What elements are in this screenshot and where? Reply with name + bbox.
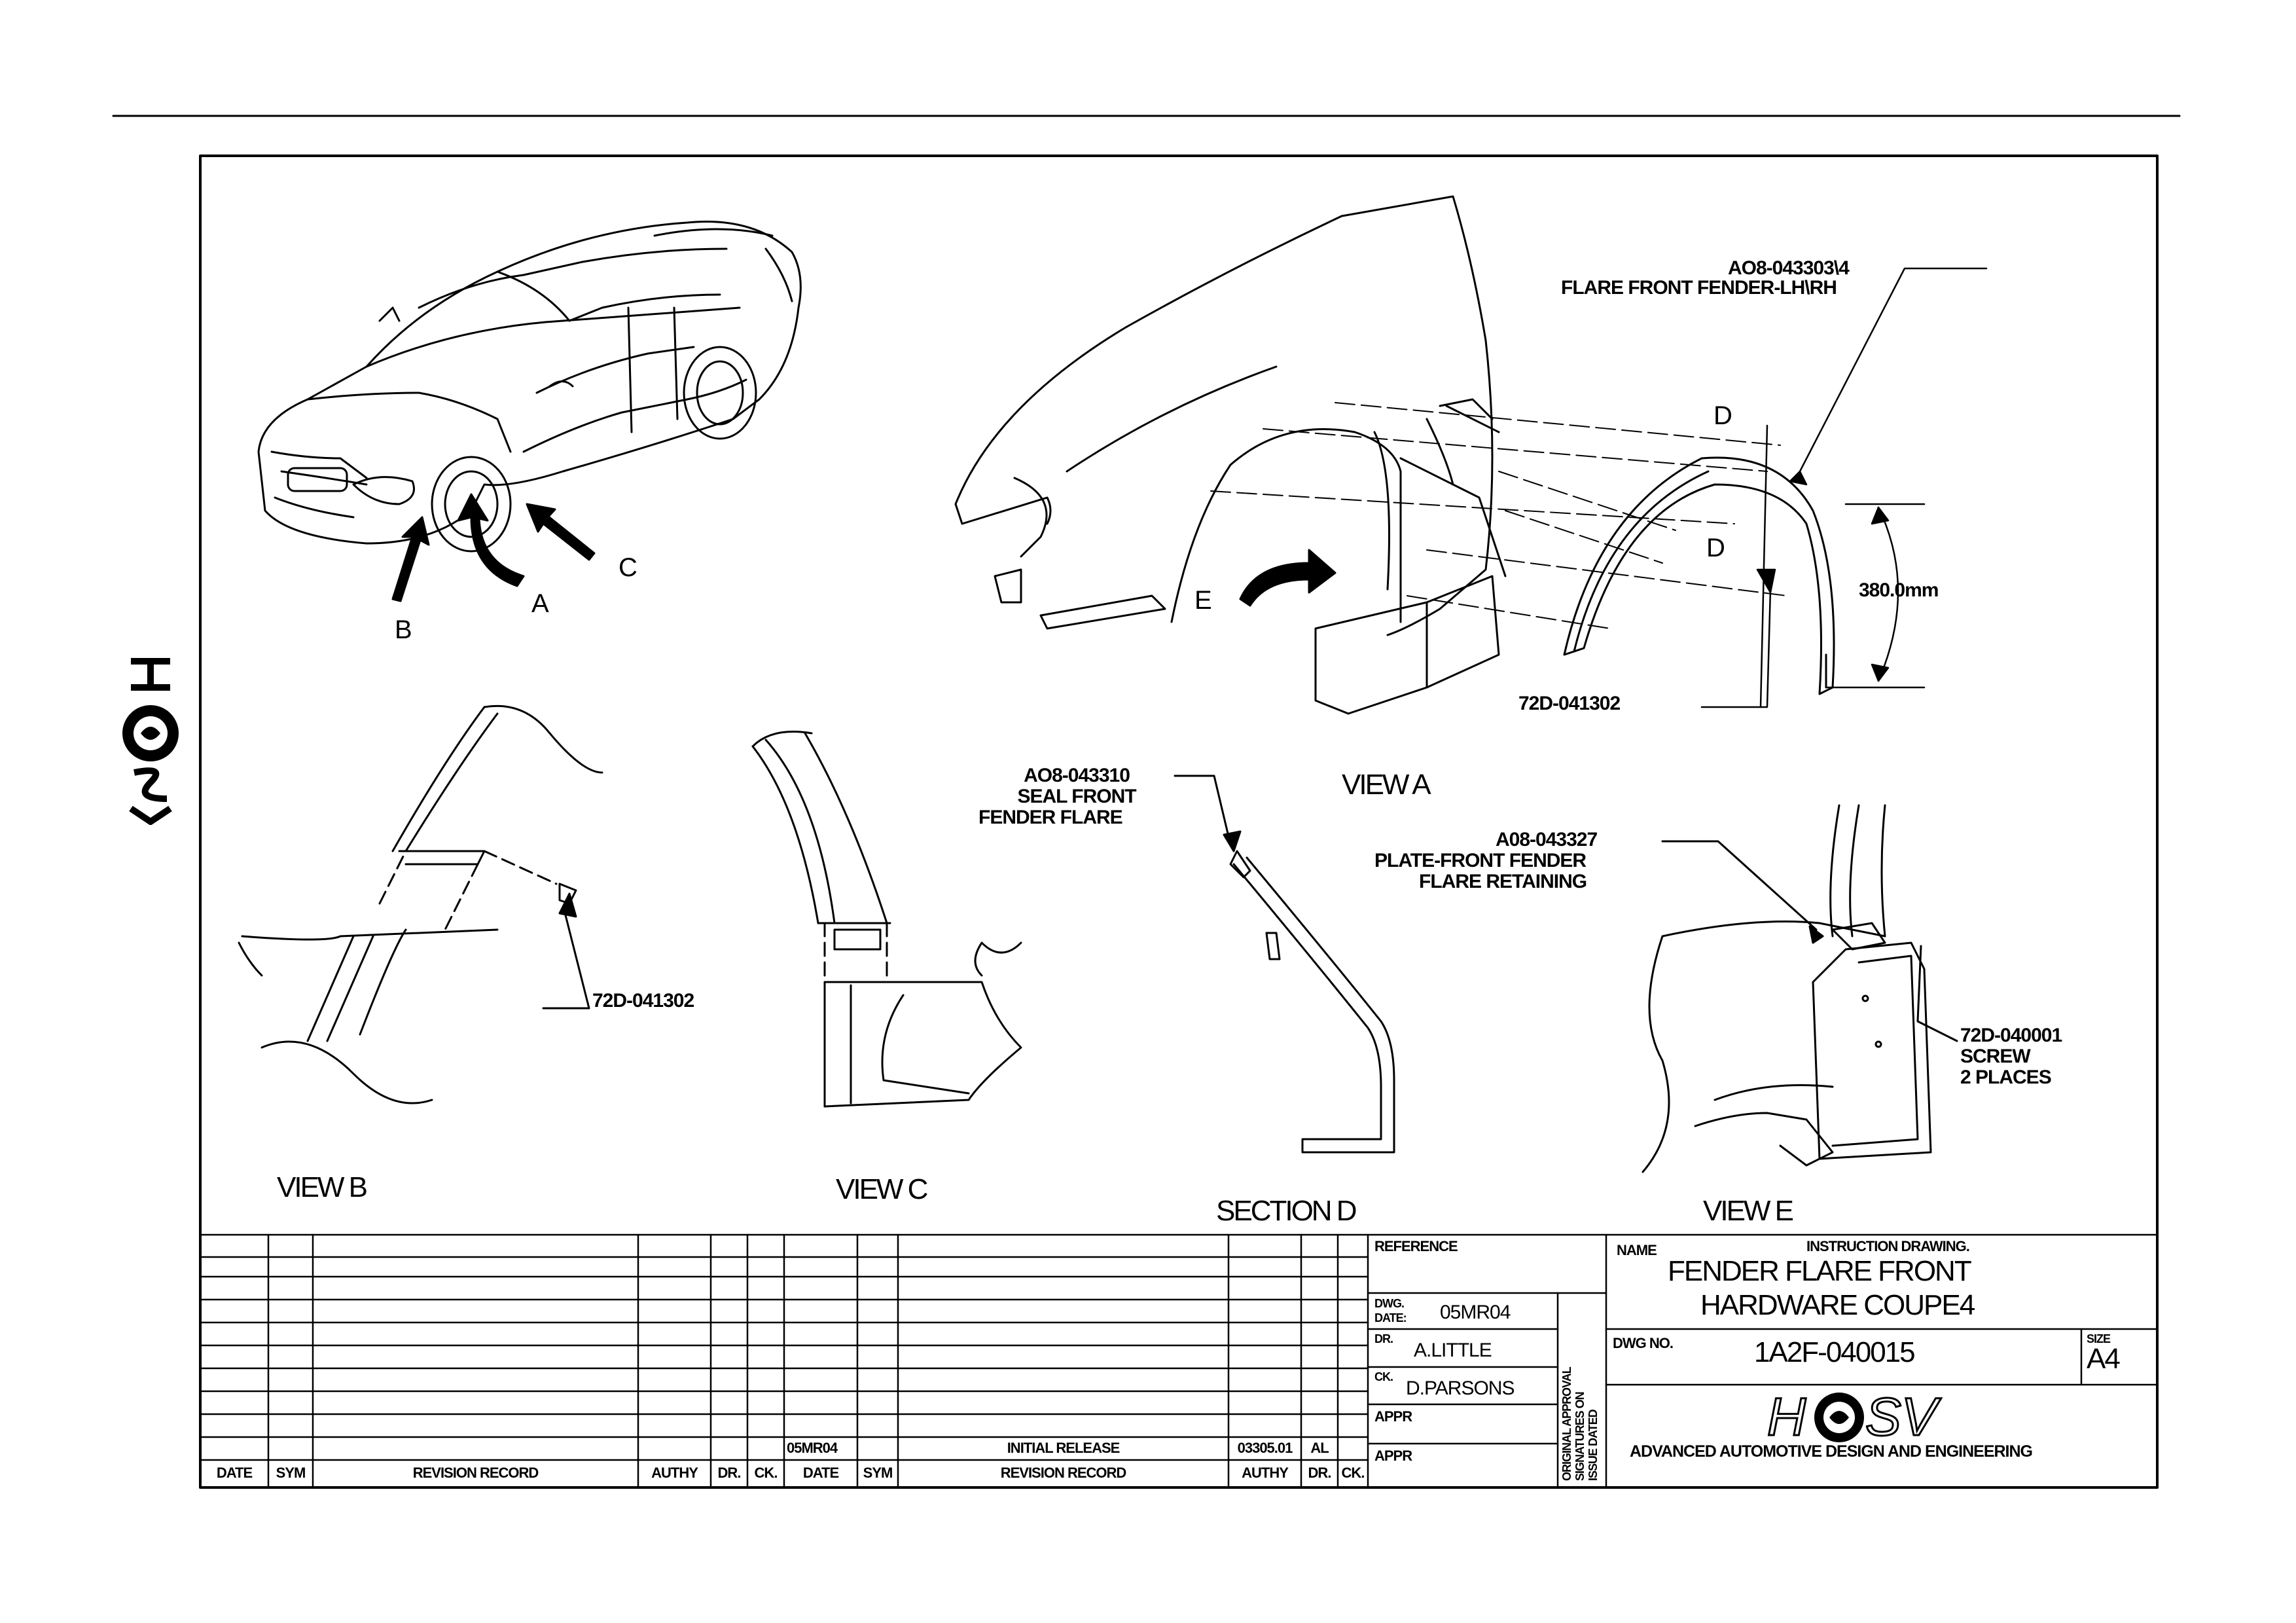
logo-letters-sv: SV xyxy=(1864,1387,1937,1448)
screw-part-number: 72D-040001 xyxy=(1960,1025,2062,1046)
hsv-letter-v-icon xyxy=(129,805,172,826)
header-dr-left: DR. xyxy=(717,1465,742,1481)
arrow-b-label: B xyxy=(395,615,412,644)
title-block-grid xyxy=(199,1233,2159,1489)
instruction-label: INSTRUCTION DRAWING. xyxy=(1806,1238,1970,1254)
dwg-date-label-line-1: DWG. xyxy=(1374,1297,1405,1310)
header-sym-left: SYM xyxy=(276,1465,306,1481)
screw-description: SCREW xyxy=(1960,1046,2031,1067)
view-a-fender xyxy=(954,195,1507,715)
screw-quantity: 2 PLACES xyxy=(1960,1067,2052,1088)
side-logo xyxy=(121,642,180,826)
arrow-e-label: E xyxy=(1194,586,1212,615)
reference-label: REFERENCE xyxy=(1374,1238,1458,1254)
revision-record: INITIAL RELEASE xyxy=(1007,1440,1121,1456)
view-c-detail xyxy=(751,731,1022,1108)
header-authy-right: AUTHY xyxy=(1242,1465,1289,1481)
view-b-screw-part-number: 72D-041302 xyxy=(592,990,694,1012)
dimension-label: 380.0mm xyxy=(1859,579,1939,601)
view-arrows xyxy=(391,493,596,602)
arrow-a-label: A xyxy=(531,589,549,618)
approval-note-line-3: ISSUE DATED xyxy=(1586,1410,1600,1481)
arrow-b xyxy=(391,516,430,602)
arrow-c xyxy=(526,503,596,561)
header-authy-left: AUTHY xyxy=(651,1465,698,1481)
approved-label-1: APPR xyxy=(1374,1408,1412,1425)
header-dr-right: DR. xyxy=(1308,1465,1332,1481)
approval-note-line-1: ORIGINAL APPROVAL xyxy=(1560,1367,1573,1481)
plate-description-line-2: FLARE RETAINING xyxy=(1419,871,1587,892)
approved-label-2: APPR xyxy=(1374,1448,1412,1464)
arrow-a xyxy=(457,493,525,587)
plate-description-line-1: PLATE-FRONT FENDER xyxy=(1374,850,1587,871)
header-date-left: DATE xyxy=(216,1465,253,1481)
view-e-title: VIEW E xyxy=(1703,1195,1794,1227)
header-revision-record-left: REVISION RECORD xyxy=(412,1465,539,1481)
view-a-flare xyxy=(1563,456,1835,695)
approval-note: ORIGINAL APPROVAL SIGNATURES ON ISSUE DA… xyxy=(1560,1294,1605,1481)
checked-by-label: CK. xyxy=(1374,1370,1393,1383)
view-a-screw-part-number: 72D-041302 xyxy=(1518,693,1621,714)
size-label: SIZE xyxy=(2087,1332,2111,1345)
drawing-border xyxy=(199,155,2159,1489)
seal-part-number: AO8-043310 xyxy=(1024,765,1130,786)
view-b-title: VIEW B xyxy=(277,1171,368,1203)
header-ck-left: CK. xyxy=(754,1465,778,1481)
seal-description-line-1: SEAL FRONT xyxy=(1017,786,1136,807)
hsv-letter-h-icon xyxy=(131,658,170,691)
arrow-e xyxy=(1239,549,1336,607)
view-b-detail xyxy=(238,704,603,1104)
hsv-letter-s-icon xyxy=(134,767,168,802)
header-revision-record-right: REVISION RECORD xyxy=(1000,1465,1127,1481)
header-ck-right: CK. xyxy=(1341,1465,1365,1481)
approval-note-line-2: SIGNATURES ON xyxy=(1573,1392,1587,1481)
drawing-title-line-1: FENDER FLARE FRONT xyxy=(1668,1255,1972,1287)
view-a-title: VIEW A xyxy=(1342,769,1431,801)
company-name: ADVANCED AUTOMOTIVE DESIGN AND ENGINEERI… xyxy=(1630,1442,2033,1461)
view-c-title: VIEW C xyxy=(836,1173,928,1205)
section-d-title: SECTION D xyxy=(1216,1195,1357,1227)
dwg-date-label-line-2: DATE: xyxy=(1374,1311,1407,1324)
section-d-detail xyxy=(1174,775,1395,1154)
section-marker-top: D xyxy=(1713,401,1732,430)
dwg-no-label: DWG NO. xyxy=(1613,1335,1674,1351)
drawn-by-name: A.LITTLE xyxy=(1414,1340,1492,1361)
revision-date: 05MR04 xyxy=(787,1440,838,1456)
plate-part-number: A08-043327 xyxy=(1496,829,1598,850)
logo-letter-h: H xyxy=(1766,1387,1806,1448)
company-logo: H SV xyxy=(1766,1387,1977,1448)
section-marker-bottom: D xyxy=(1706,534,1725,562)
dwg-no-value: 1A2F-040015 xyxy=(1754,1336,1916,1368)
view-e-detail xyxy=(1641,804,1958,1173)
view-a-part-number: AO8-043303\4 xyxy=(1728,257,1850,279)
view-a-part-description: FLARE FRONT FENDER-LH\RH xyxy=(1561,277,1837,299)
drawing-title-line-2: HARDWARE COUPE4 xyxy=(1700,1289,1975,1321)
header-sym-right: SYM xyxy=(863,1465,893,1481)
name-label: NAME xyxy=(1617,1242,1657,1258)
car-isometric xyxy=(257,220,802,553)
drawn-by-label: DR. xyxy=(1374,1332,1393,1345)
arrow-c-label: C xyxy=(619,553,637,582)
header-date-right: DATE xyxy=(802,1465,839,1481)
size-value: A4 xyxy=(2087,1343,2121,1375)
view-a-callouts xyxy=(1700,267,1988,708)
checked-by-name: D.PARSONS xyxy=(1406,1377,1515,1399)
dwg-date-value: 05MR04 xyxy=(1440,1302,1511,1323)
revision-drawn-by: AL xyxy=(1310,1440,1329,1456)
view-a-leader-lines xyxy=(1210,402,1787,629)
revision-authority: 03305.01 xyxy=(1237,1440,1293,1456)
seal-description-line-2: FENDER FLARE xyxy=(978,807,1123,828)
